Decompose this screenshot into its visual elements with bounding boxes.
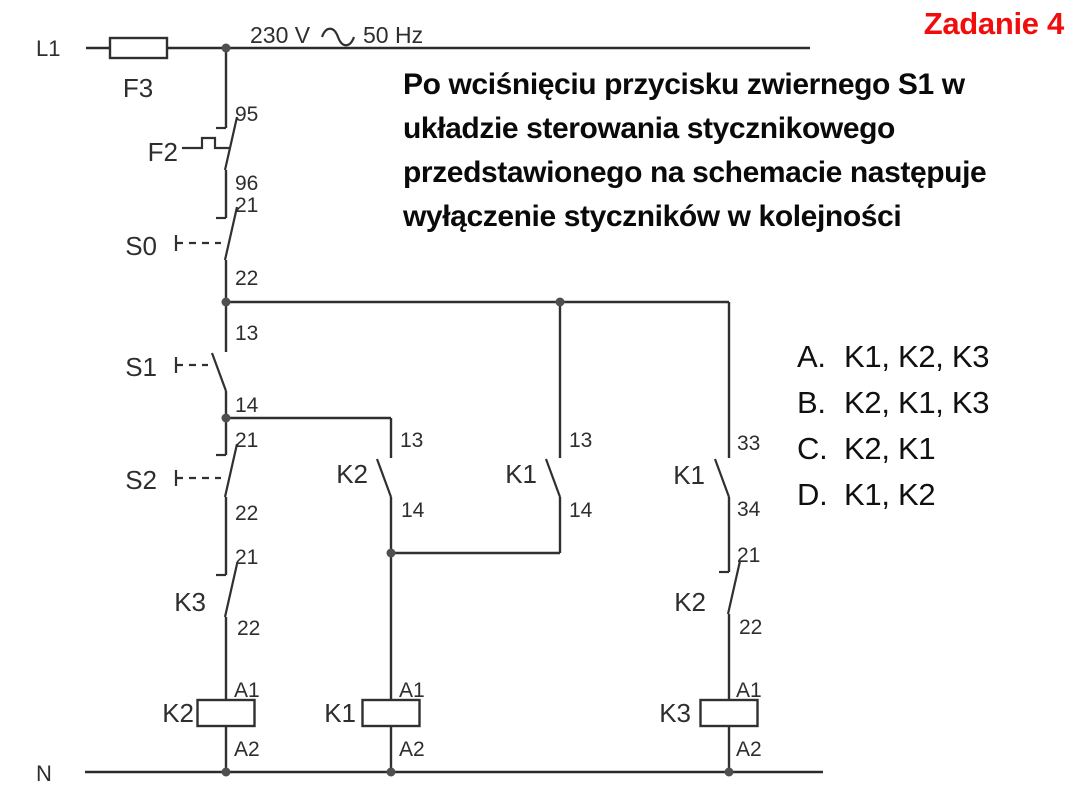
s1-label: S1: [125, 352, 157, 382]
f2-contact-blade: [223, 116, 239, 171]
answer-text: K2, K1, K3: [844, 385, 990, 420]
terminal-k2no-14: 14: [401, 499, 425, 522]
question-line: Po wciśnięciu przycisku zwiernego S1 w: [403, 68, 965, 101]
s2-contact-blade: [223, 443, 239, 498]
junction-dot: [221, 43, 231, 53]
question-text: Po wciśnięciu przycisku zwiernego S1 w u…: [403, 63, 987, 239]
k2-no-label: K2: [336, 459, 368, 489]
sine-wave-icon: [320, 27, 356, 47]
k2-coil-label: K2: [162, 698, 194, 728]
answer-text: K2, K1: [844, 431, 936, 466]
terminal-k1coil-a2: A2: [399, 738, 425, 761]
terminal-k1no-13: 13: [569, 429, 592, 452]
k1-no2-label: K1: [673, 460, 705, 490]
k1-no2-contact-blade: [713, 458, 731, 498]
l1-rail-label: L1: [36, 36, 60, 61]
junction-dot: [386, 548, 396, 558]
junction-dot: [555, 297, 565, 307]
answer-letter: A.: [797, 339, 826, 374]
k3-coil-label: K3: [659, 698, 691, 728]
terminal-s2-21: 21: [235, 429, 258, 452]
question-line: wyłączenie styczników w kolejności: [403, 200, 902, 233]
answer-text: K1, K2, K3: [844, 339, 990, 374]
terminal-s0-22: 22: [235, 267, 258, 290]
answer-letter: C.: [797, 431, 828, 466]
k3-nc-label: K3: [174, 587, 206, 617]
terminal-k2coil-a1: A1: [234, 679, 260, 702]
terminal-95: 95: [235, 103, 258, 126]
f2-thermal-icon: [182, 136, 229, 150]
s1-contact-blade: [210, 352, 228, 392]
terminal-k3coil-a2: A2: [736, 738, 762, 761]
k1-no-contact-blade: [544, 458, 562, 498]
junction-dot: [221, 297, 231, 307]
terminal-k2nc-22: 22: [739, 616, 762, 639]
s0-label: S0: [125, 231, 157, 261]
fuse-f3-label: F3: [123, 73, 153, 103]
terminal-k2nc-21: 21: [737, 544, 760, 567]
k1-no-label: K1: [505, 459, 537, 489]
junction-dot: [221, 413, 231, 423]
junction-dot: [724, 767, 734, 777]
terminal-s1-14: 14: [235, 394, 259, 417]
answer-letter: D.: [797, 477, 828, 512]
terminal-s0-21: 21: [235, 194, 258, 217]
junction-dot: [386, 767, 396, 777]
s0-contact-blade: [223, 206, 239, 261]
question-line: przedstawionego na schemacie następuje: [403, 156, 987, 189]
k1-coil-symbol: [361, 698, 421, 728]
terminal-k1no-14: 14: [569, 499, 593, 522]
terminal-k2no-13: 13: [400, 429, 423, 452]
terminal-k3nc-22: 22: [237, 617, 260, 640]
answer-option-c: C. K2, K1: [797, 426, 989, 472]
k2-coil-symbol: [196, 698, 256, 728]
junction-dot: [221, 767, 231, 777]
task-title: Zadanie 4: [923, 6, 1065, 41]
question-line: układzie sterowania stycznikowego: [403, 112, 895, 145]
terminal-k1coil-a1: A1: [399, 679, 425, 702]
answer-option-b: B. K2, K1, K3: [797, 380, 990, 426]
k2-nc-label: K2: [674, 587, 706, 617]
n-rail-label: N: [36, 761, 52, 786]
s2-label: S2: [125, 465, 157, 495]
terminal-k1no2-33: 33: [737, 432, 760, 455]
answer-list: A. K1, K2, K3 B. K2, K1, K3 C. K2, K1 D.…: [797, 334, 990, 518]
voltage-label: 230 V: [250, 22, 311, 48]
terminal-s1-13: 13: [235, 322, 258, 345]
terminal-s2-22: 22: [235, 502, 258, 525]
k2-nc-contact-blade: [726, 560, 742, 615]
terminal-k3coil-a1: A1: [736, 679, 762, 702]
fuse-f3-symbol: [108, 36, 169, 60]
answer-option-d: D. K1, K2: [797, 472, 989, 518]
k3-nc-contact-blade: [223, 563, 239, 618]
terminal-96: 96: [235, 172, 258, 195]
frequency-label: 50 Hz: [363, 22, 423, 48]
answer-text: K1, K2: [844, 477, 936, 512]
k2-no-contact-blade: [375, 458, 393, 498]
k3-coil-symbol: [699, 698, 759, 728]
terminal-k2coil-a2: A2: [234, 738, 260, 761]
terminal-k3nc-21: 21: [235, 546, 258, 569]
answer-letter: B.: [797, 385, 826, 420]
terminal-k1no2-34: 34: [737, 498, 761, 521]
f2-label: F2: [148, 137, 178, 167]
k1-coil-label: K1: [324, 698, 356, 728]
answer-option-a: A. K1, K2, K3: [797, 334, 990, 380]
